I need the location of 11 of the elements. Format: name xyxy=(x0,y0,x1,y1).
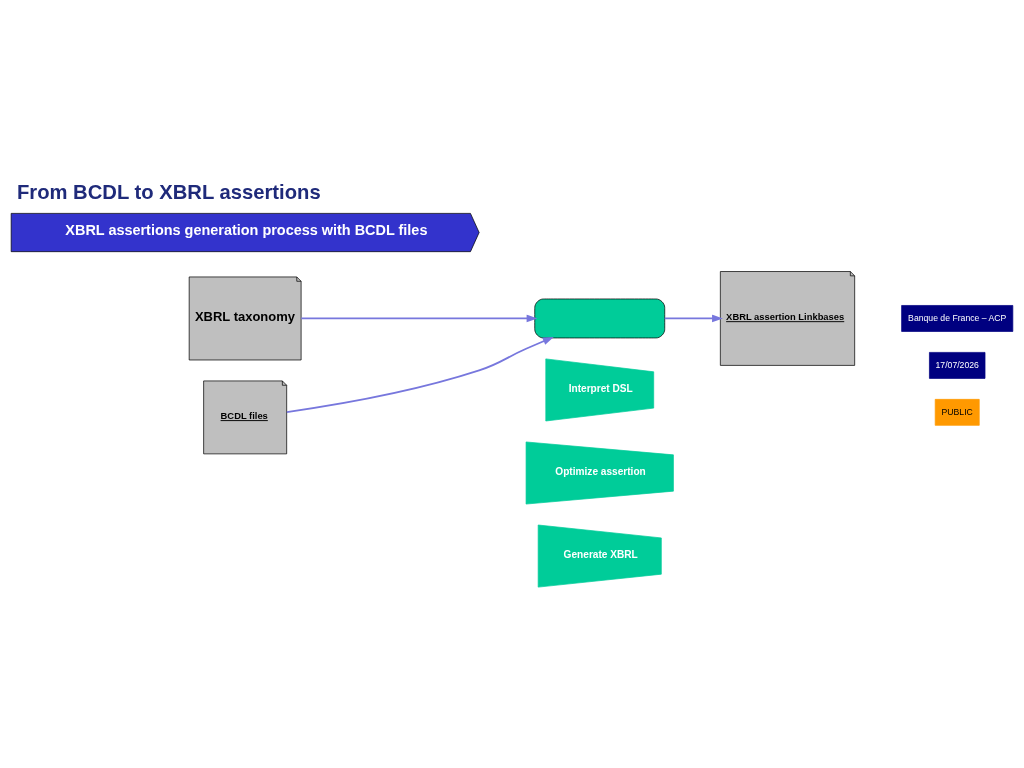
node-box: Interpret DSL xyxy=(545,358,655,422)
node-box: Generate XBRL xyxy=(537,524,662,588)
label: Banque de France – ACP xyxy=(908,312,1007,323)
arrow xyxy=(663,314,723,323)
node-box: Optimize assertion xyxy=(525,441,674,505)
node-box xyxy=(534,298,666,339)
arrow xyxy=(285,336,554,413)
diagram-title: From BCDL to XBRL assertions xyxy=(16,181,321,204)
arrow xyxy=(300,314,538,323)
label: PUBLIC xyxy=(941,406,973,417)
label: 17/07/2026 xyxy=(935,359,979,370)
